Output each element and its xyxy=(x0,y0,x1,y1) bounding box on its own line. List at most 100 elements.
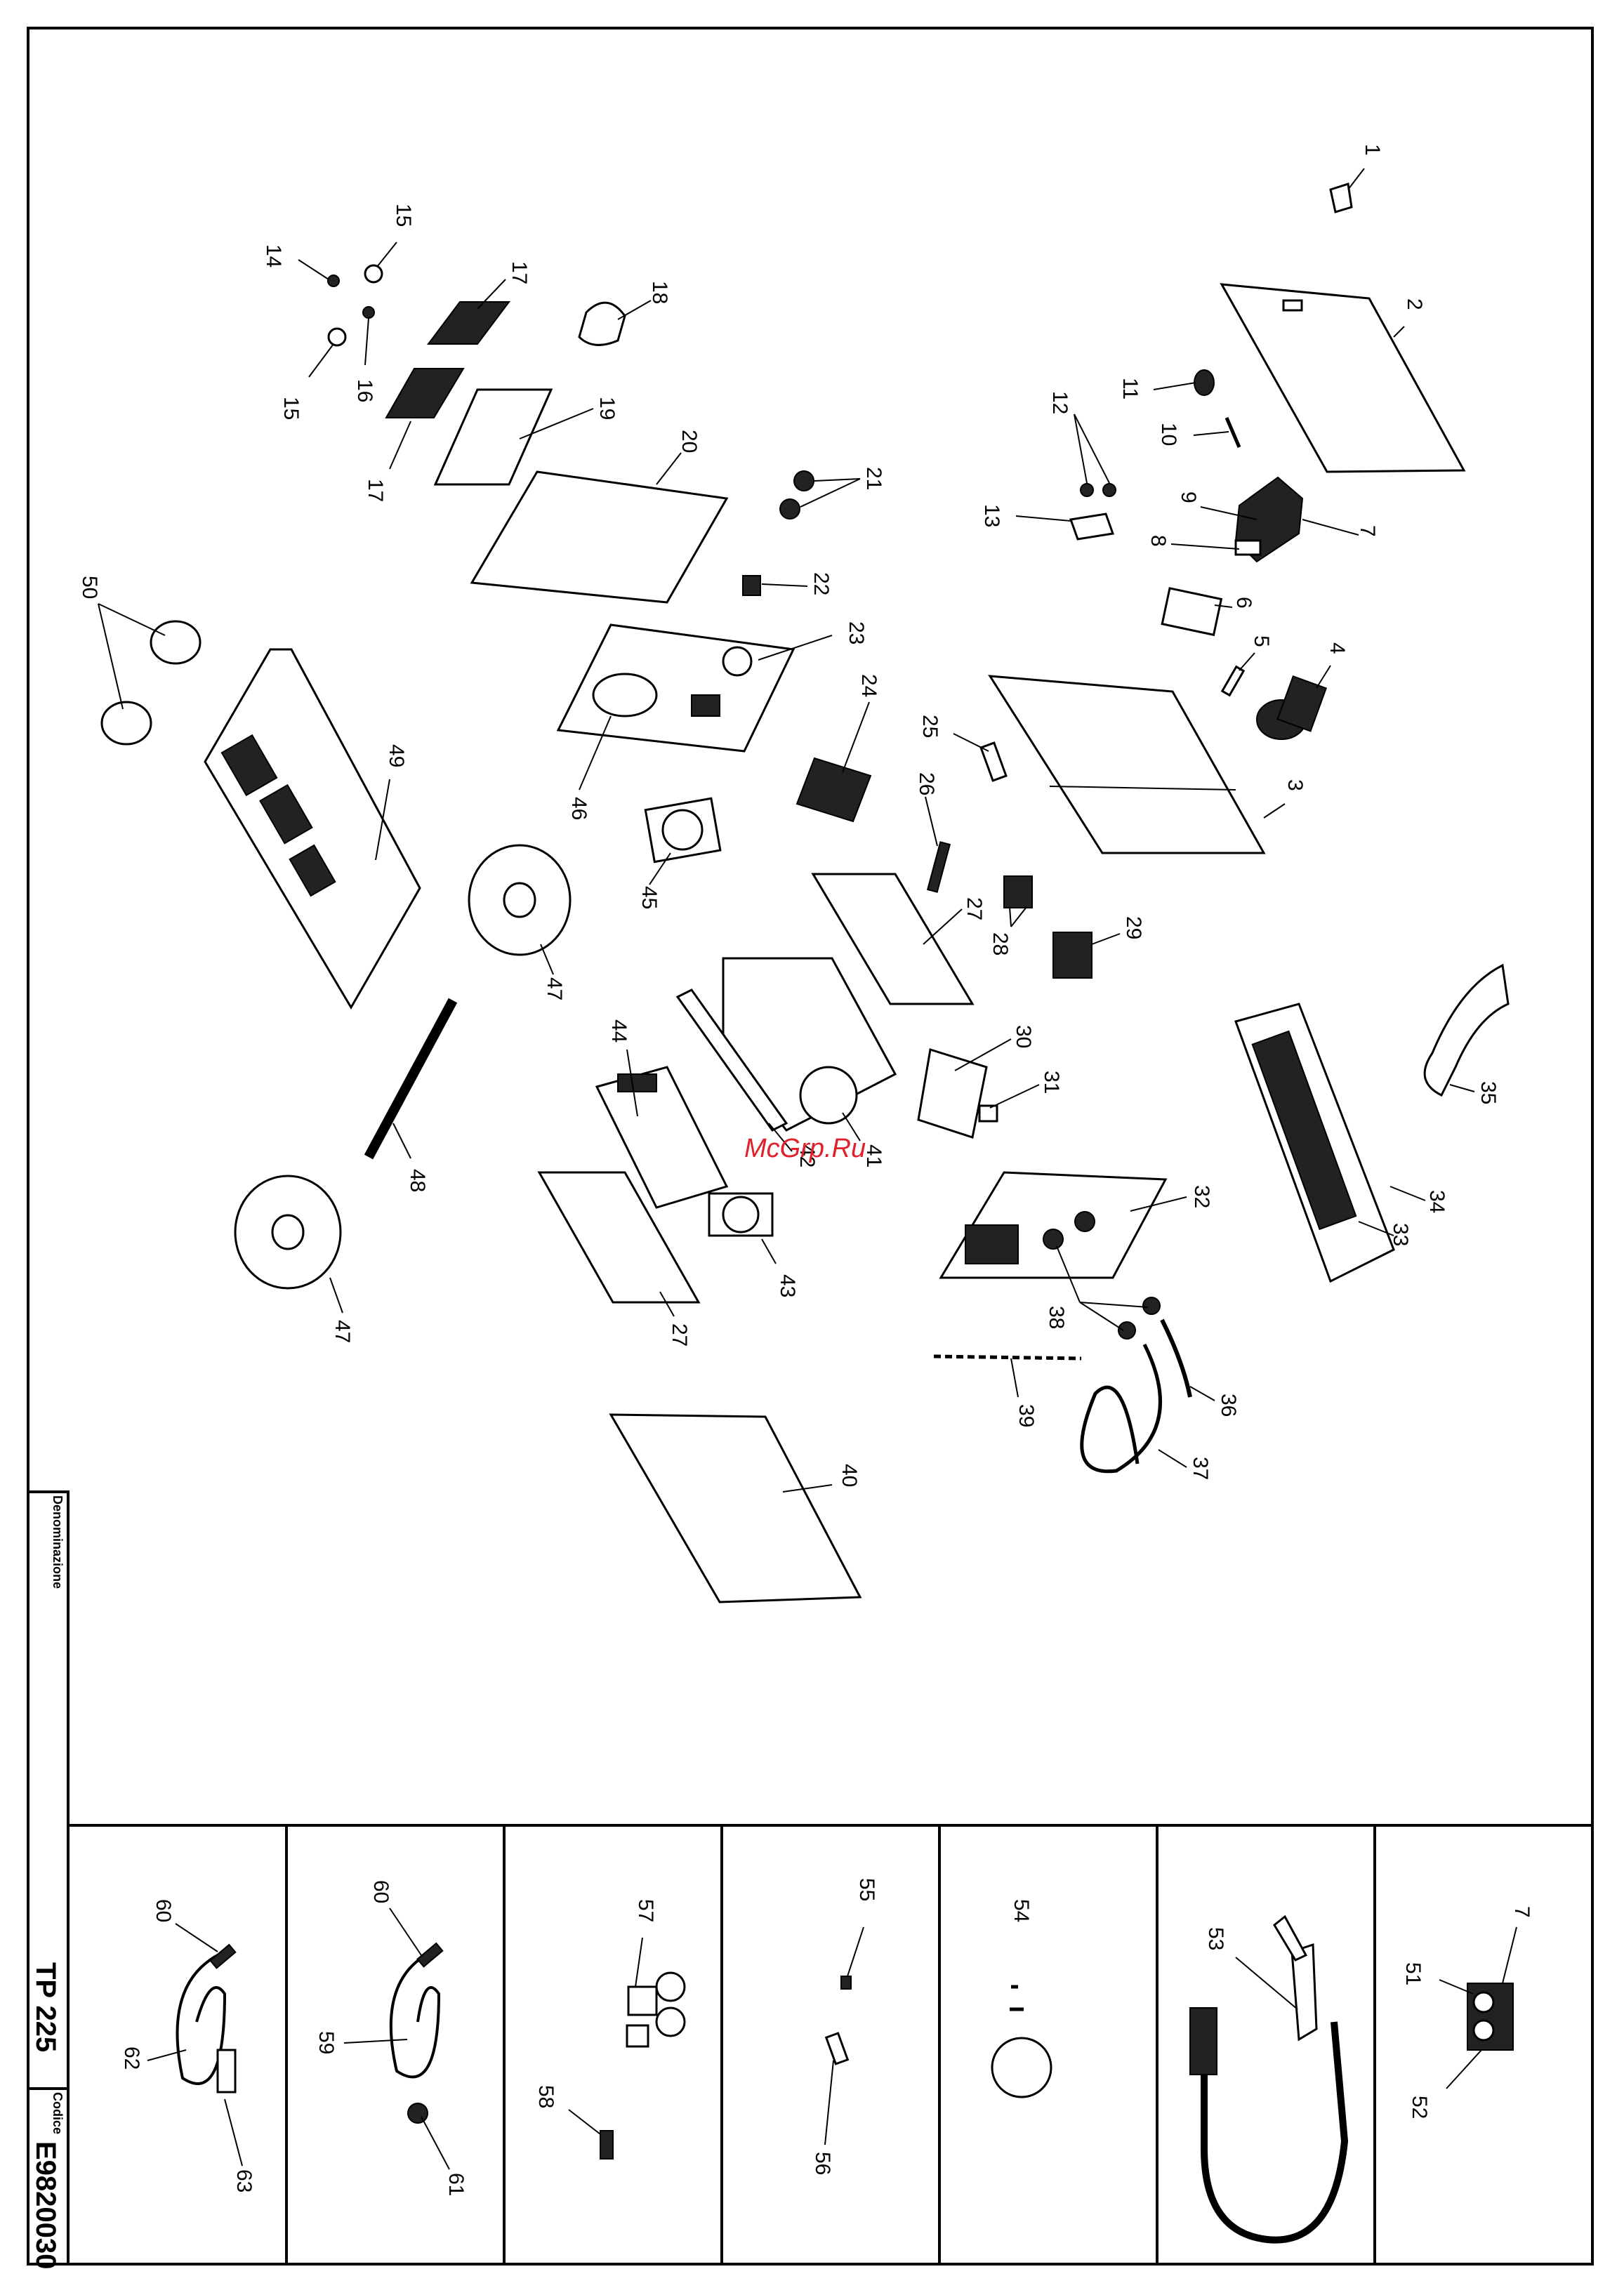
leader-15b xyxy=(309,344,334,377)
callout-27b: 27 xyxy=(668,1323,691,1347)
callout-51: 51 xyxy=(1401,1962,1425,1985)
leader-29 xyxy=(1092,934,1120,944)
part-37-cable xyxy=(1082,1344,1161,1471)
part-47-wheel-a-hub xyxy=(504,883,535,917)
leader-1 xyxy=(1348,168,1364,190)
callout-37: 37 xyxy=(1189,1457,1212,1480)
leader-48 xyxy=(393,1123,411,1158)
part-11-knob xyxy=(1194,370,1214,395)
part-3-side-panel xyxy=(990,676,1264,853)
callout-49: 49 xyxy=(385,744,408,767)
part-12-nut-b xyxy=(1103,484,1116,496)
part-21-knob-b xyxy=(780,499,800,519)
part-13-plate xyxy=(1071,514,1113,539)
acc6-torch-connector xyxy=(1190,2008,1217,2075)
part-23-opening xyxy=(723,647,751,675)
part-38-fitting-c xyxy=(1143,1297,1160,1314)
leader-28a xyxy=(1010,907,1011,927)
part-12-nut-a xyxy=(1081,484,1093,496)
part-21-knob-a xyxy=(794,471,814,491)
part-18-knob xyxy=(579,303,625,345)
callout-25: 25 xyxy=(918,715,942,738)
part-20-front-frame xyxy=(472,472,727,602)
leader-53 xyxy=(1236,1957,1298,2009)
leader-8 xyxy=(1171,544,1239,549)
part-39-chain xyxy=(934,1356,1081,1358)
acc4-tip xyxy=(841,1976,851,1989)
callout-15a: 15 xyxy=(392,204,415,227)
callout-15b: 15 xyxy=(279,397,303,420)
leader-15a xyxy=(377,242,397,267)
leader-26 xyxy=(925,797,937,846)
callout-24: 24 xyxy=(857,674,880,697)
callout-53: 53 xyxy=(1204,1927,1227,1950)
leader-47a xyxy=(541,944,553,974)
part-40-bottom-cover xyxy=(611,1415,860,1602)
callout-8: 8 xyxy=(1147,535,1170,547)
drawing-code: E9820030 xyxy=(30,2141,61,2269)
callout-18: 18 xyxy=(648,281,671,304)
leader-52 xyxy=(1446,2050,1481,2089)
callout-56: 56 xyxy=(811,2152,834,2175)
part-15-cap-b xyxy=(329,329,345,345)
callout-34: 34 xyxy=(1425,1190,1448,1213)
leader-27a xyxy=(923,909,962,944)
callout-36: 36 xyxy=(1217,1394,1240,1417)
part-23-front-panel xyxy=(558,625,793,751)
callout-46: 46 xyxy=(567,797,590,820)
leader-20 xyxy=(656,453,681,484)
callout-44: 44 xyxy=(607,1019,631,1043)
leader-4 xyxy=(1316,666,1331,688)
callout-47a: 47 xyxy=(543,977,566,1000)
callout-17b: 17 xyxy=(364,479,387,502)
part-17-grille-a xyxy=(428,302,509,344)
callout-30: 30 xyxy=(1012,1025,1035,1048)
part-23-display xyxy=(692,695,720,716)
callout-20: 20 xyxy=(678,430,701,453)
part-16-washer xyxy=(363,307,374,318)
callout-57: 57 xyxy=(634,1899,657,1922)
callout-50: 50 xyxy=(78,576,101,599)
callout-5: 5 xyxy=(1250,635,1273,647)
leader-43 xyxy=(762,1239,776,1264)
callout-7: 7 xyxy=(1356,525,1379,537)
callout-13: 13 xyxy=(980,504,1003,527)
part-38-fitting-d xyxy=(1118,1322,1135,1339)
leader-11 xyxy=(1154,383,1196,390)
callout-60a: 60 xyxy=(152,1899,175,1922)
part-26-bracket xyxy=(927,842,950,892)
acc7-roller-b xyxy=(1474,2020,1493,2040)
part-24-pcb xyxy=(797,758,871,821)
leader-14 xyxy=(298,260,329,279)
acc2-earth-clamp xyxy=(408,2103,428,2123)
callout-12: 12 xyxy=(1048,391,1071,414)
callout-29: 29 xyxy=(1122,916,1145,939)
leader-60b xyxy=(390,1908,421,1955)
leader-7 xyxy=(1302,520,1359,535)
part-45-fan-blades xyxy=(663,810,702,849)
part-35-handle xyxy=(1425,965,1508,1095)
callout-31: 31 xyxy=(1040,1071,1063,1094)
leader-47b xyxy=(330,1278,343,1313)
callout-62: 62 xyxy=(120,2046,143,2070)
leader-37 xyxy=(1158,1450,1187,1467)
leader-58 xyxy=(569,2110,600,2134)
part-17-grille-b xyxy=(386,369,463,418)
callout-59: 59 xyxy=(315,2031,338,2054)
part-30-board xyxy=(918,1050,986,1137)
callout-14: 14 xyxy=(262,244,285,267)
callout-39: 39 xyxy=(1015,1404,1038,1427)
leader-61 xyxy=(421,2117,449,2169)
part-43-fan-blades xyxy=(723,1197,758,1232)
model-name: TP 225 xyxy=(30,1962,61,2052)
part-19-frame xyxy=(435,390,551,484)
leader-39 xyxy=(1011,1358,1018,1397)
part-38-fitting-b xyxy=(1075,1212,1095,1231)
part-14-screw xyxy=(328,275,339,286)
acc3-gauge-b xyxy=(656,2008,685,2036)
callout-27a: 27 xyxy=(963,897,986,920)
leader-12b xyxy=(1074,414,1109,483)
leader-7b xyxy=(1503,1927,1517,1983)
leader-31 xyxy=(990,1085,1039,1108)
